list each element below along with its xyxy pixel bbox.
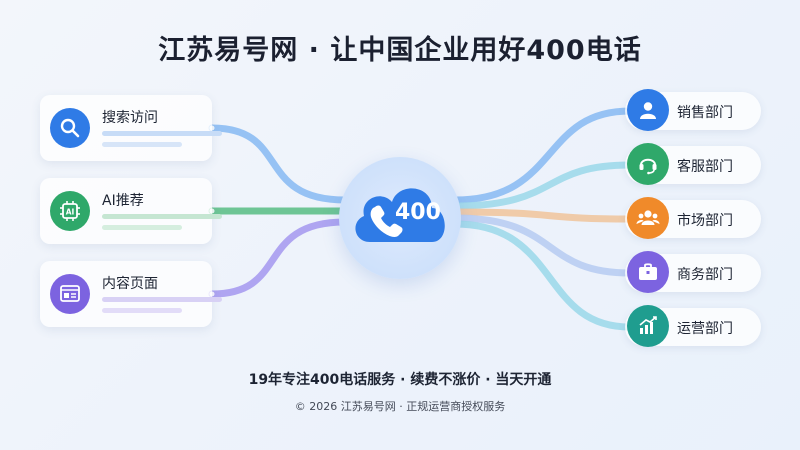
ai-chip-icon: AI	[50, 191, 90, 231]
placeholder-line	[102, 214, 222, 219]
placeholder-line	[102, 297, 222, 302]
dept-business[interactable]: 商务部门	[625, 251, 761, 293]
page-title: 江苏易号网 · 让中国企业用好400电话	[158, 35, 642, 66]
flow-sales	[451, 107, 634, 204]
footer-copyright: © 2026 江苏易号网 · 正规运营商授权服务	[294, 400, 506, 413]
dept-label: 市场部门	[677, 213, 733, 229]
flow-market	[451, 208, 634, 223]
dept-ops[interactable]: 运营部门	[625, 305, 761, 347]
search-icon	[50, 108, 90, 148]
source-card-search[interactable]: 搜索访问	[40, 95, 222, 161]
dept-label: 商务部门	[677, 267, 733, 283]
headset-icon	[627, 143, 669, 185]
source-card-content[interactable]: 内容页面	[40, 261, 222, 327]
dept-label: 客服部门	[677, 159, 733, 175]
source-label: AI推荐	[102, 193, 144, 209]
phone-cloud-icon	[355, 188, 445, 242]
flow-business	[451, 214, 634, 277]
team-icon	[627, 197, 669, 239]
web-page-icon	[50, 274, 90, 314]
svg-text:AI: AI	[66, 208, 75, 217]
growth-chart-icon	[627, 305, 669, 347]
placeholder-line	[102, 142, 182, 147]
placeholder-line	[102, 225, 182, 230]
dept-sales[interactable]: 销售部门	[625, 89, 761, 131]
dept-label: 运营部门	[677, 321, 733, 337]
source-card-ai[interactable]: AI AI推荐	[40, 178, 222, 244]
dept-label: 销售部门	[677, 105, 733, 121]
source-label: 搜索访问	[102, 110, 158, 126]
flow-ops	[451, 220, 634, 331]
placeholder-line	[102, 308, 182, 313]
flow-content	[208, 218, 349, 298]
dept-service[interactable]: 客服部门	[625, 143, 761, 185]
briefcase-icon	[627, 251, 669, 293]
flow-service	[451, 161, 634, 210]
dept-market[interactable]: 市场部门	[625, 197, 761, 239]
placeholder-line	[102, 131, 222, 136]
hub-label: 400	[395, 200, 441, 225]
source-label: 内容页面	[102, 276, 158, 292]
flow-search	[208, 124, 349, 204]
tagline: 19年专注400电话服务 · 续费不涨价 · 当天开通	[248, 372, 552, 388]
user-icon	[627, 89, 669, 131]
